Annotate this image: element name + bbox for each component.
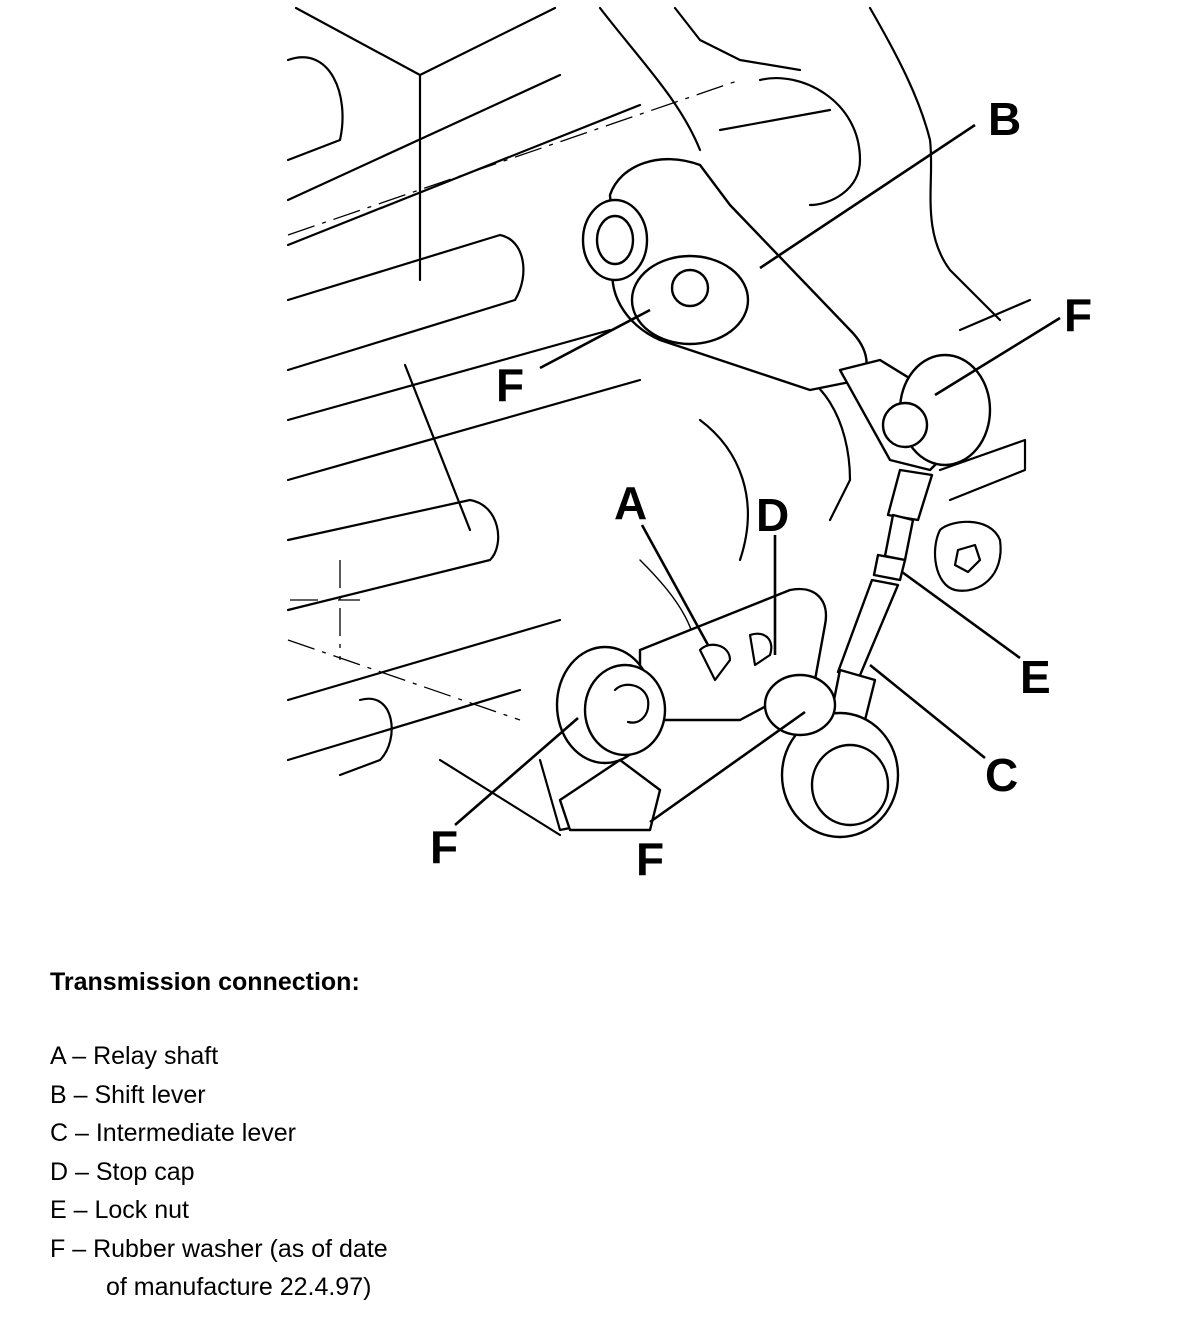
callout-d: D	[756, 489, 790, 541]
caption-title: Transmission connection:	[50, 968, 360, 996]
leader-f4	[649, 710, 806, 824]
legend-item-f: F – Rubber washer (as of date	[50, 1234, 388, 1263]
legend-item-b: B – Shift lever	[50, 1080, 206, 1109]
figure-caption: Transmission connection: A – Relay shaft…	[50, 968, 388, 1307]
shift-lever-b	[581, 157, 992, 472]
callout-f-lower-left: F	[430, 821, 459, 873]
callout-a: A	[614, 477, 648, 529]
leader-b	[759, 123, 976, 270]
leader-c	[869, 663, 986, 760]
legend-item-c: C – Intermediate lever	[50, 1119, 296, 1147]
legend-item-f-continued: of manufacture 22.4.97)	[50, 1268, 388, 1307]
leader-a	[640, 524, 710, 646]
leader-e	[901, 570, 1021, 660]
transmission-housing	[286, 6, 1032, 837]
callout-f-lower-center: F	[636, 833, 665, 885]
leader-f3	[454, 717, 579, 826]
legend-item-e: E – Lock nut	[50, 1196, 189, 1224]
legend-continuation-text: of manufacture 22.4.97)	[106, 1273, 372, 1301]
leader-f1	[539, 308, 651, 370]
callout-b: B	[988, 93, 1022, 145]
callout-c: C	[985, 749, 1019, 801]
legend-list: A – Relay shaft B – Shift lever C – Inte…	[50, 1037, 388, 1307]
relay-shaft-a	[555, 587, 837, 832]
legend-item-d: D – Stop cap	[50, 1157, 195, 1186]
leader-f2	[934, 316, 1061, 397]
legend-item-a: A – Relay shaft	[50, 1042, 219, 1070]
intermediate-lever-c	[780, 468, 934, 839]
callout-f-upper-right: F	[1064, 289, 1093, 341]
callout-f-upper-left: F	[496, 359, 525, 411]
transmission-linkage-drawing	[286, 6, 1061, 839]
callout-e: E	[1020, 651, 1051, 703]
